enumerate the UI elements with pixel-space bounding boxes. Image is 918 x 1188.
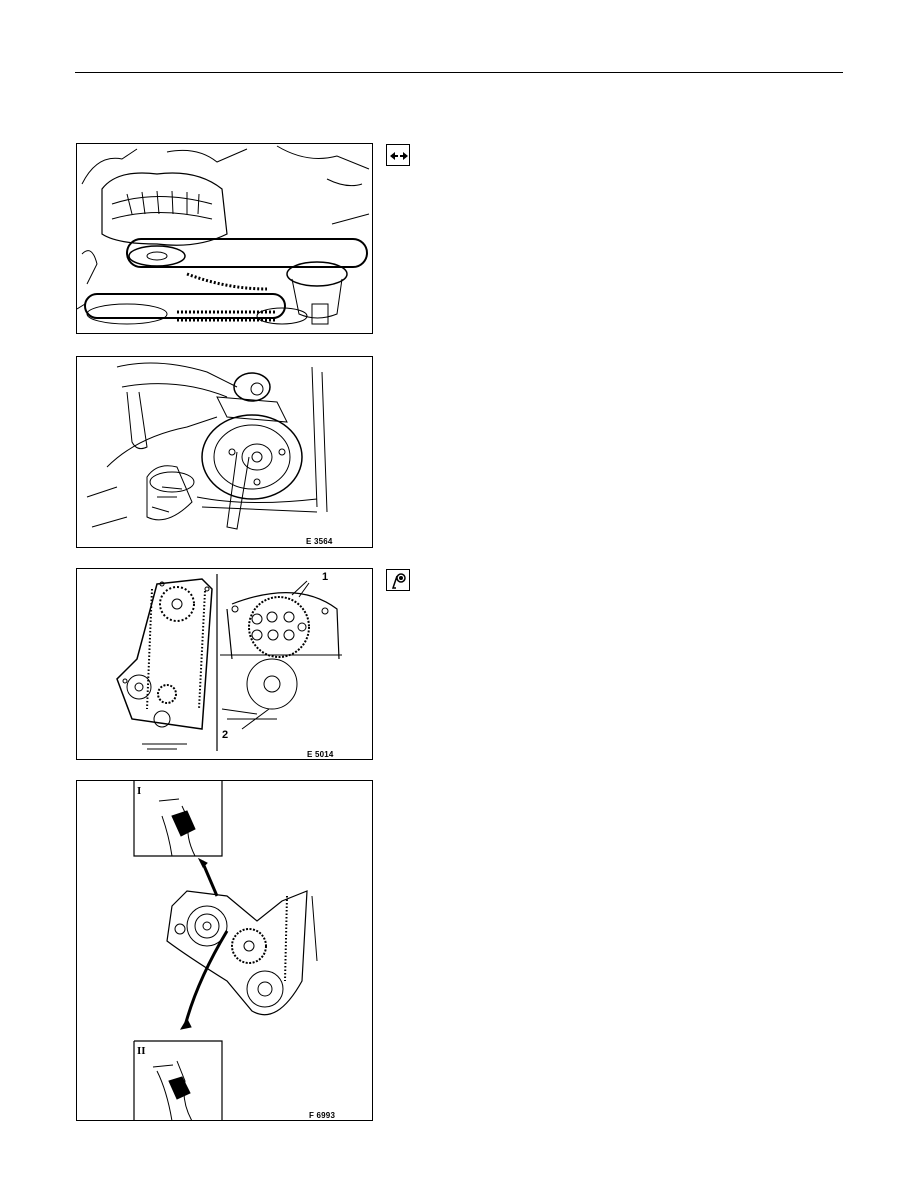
remove-refit-arrows-icon bbox=[386, 144, 410, 166]
figure-belt-tensioner: I II F 6993 bbox=[76, 780, 373, 1121]
inset-label-i: I bbox=[137, 785, 142, 797]
figure-code: E 3564 bbox=[306, 537, 333, 546]
inset-label-ii: II bbox=[137, 1045, 146, 1057]
header-rule bbox=[75, 72, 843, 73]
crank-pulley-illustration bbox=[86, 362, 328, 530]
drive-belt-illustration bbox=[77, 145, 370, 325]
callout-1: 1 bbox=[322, 571, 329, 583]
figure-timing-marks: 1 2 E 5014 bbox=[76, 568, 373, 760]
figure-drive-belt bbox=[76, 143, 373, 334]
figure-code: F 6993 bbox=[309, 1111, 336, 1120]
figure-crank-pulley: E 3564 bbox=[76, 356, 373, 548]
belt-tensioner-illustration bbox=[133, 781, 318, 1120]
special-tool-icon bbox=[386, 569, 410, 591]
callout-2: 2 bbox=[222, 729, 229, 741]
timing-marks-illustration bbox=[116, 574, 342, 751]
double-arrow-icon bbox=[390, 152, 408, 160]
figure-code: E 5014 bbox=[307, 750, 334, 759]
tool-symbol-icon bbox=[391, 573, 406, 589]
